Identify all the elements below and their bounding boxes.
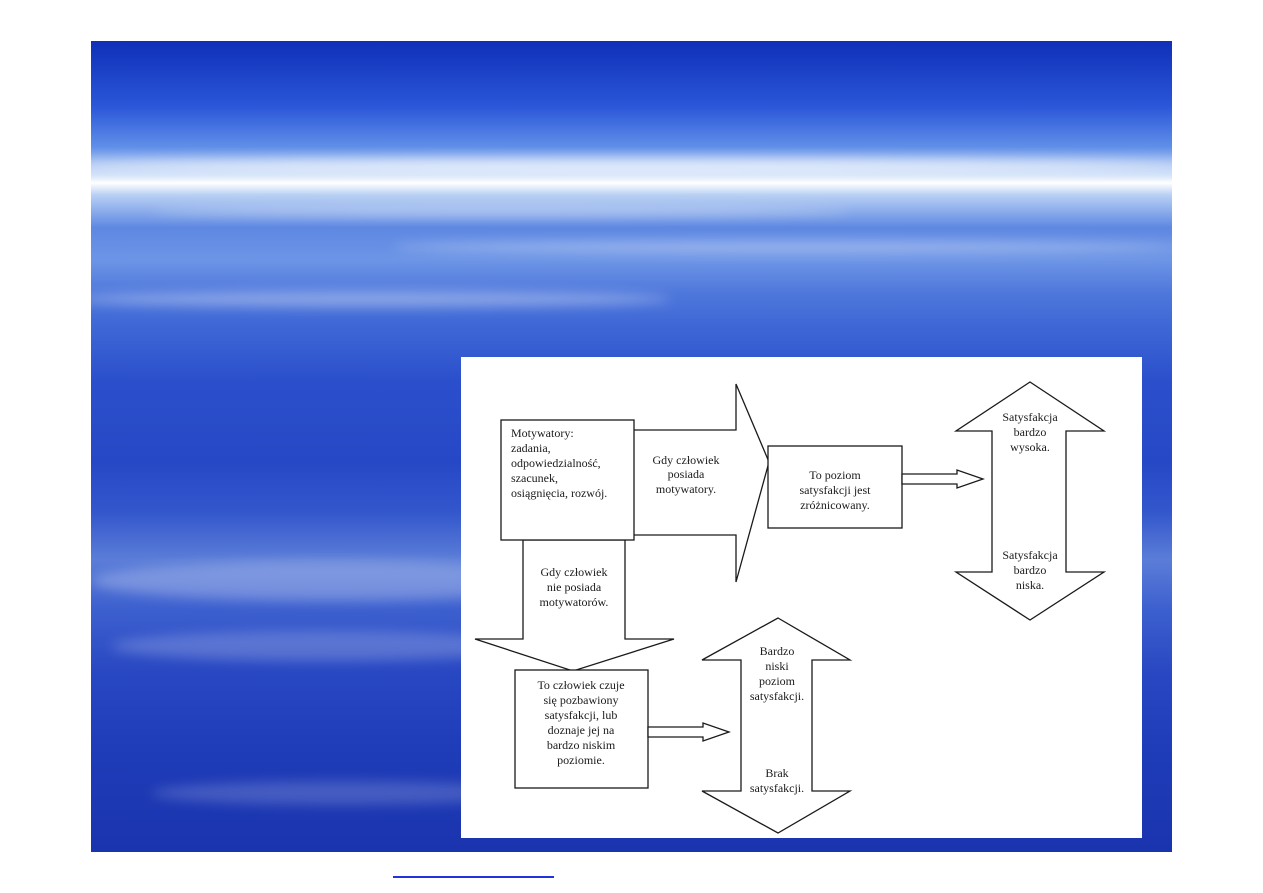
no-motivators-line: motywatorów. [540,595,609,609]
small-right-arrow-bottom [647,722,731,742]
low-satisfaction-line: Satysfakcja [1002,548,1058,562]
motivators-line: Motywatory: [511,426,574,440]
deprived-line: To człowiek czuje [537,678,624,692]
high-low-double-arrow [953,381,1107,621]
low-satisfaction-line: niska. [1016,578,1044,592]
motivators-line: osiągnięcia, rozwój. [511,486,607,500]
high-satisfaction-line: bardzo [1014,425,1047,439]
motivators-box [500,419,635,541]
satisfaction-varied-line: To poziom [809,468,861,482]
no-satisfaction-line: satysfakcji. [750,781,804,795]
deprived-line: bardzo niskim [547,738,616,752]
very-low-line: satysfakcji. [750,689,804,703]
motivators-line: odpowiedzialność, [511,456,601,470]
deprived-line: satysfakcji, lub [545,708,618,722]
no-motivators-text: Gdy człowiek nie posiada motywatorów. [540,565,609,609]
motivation-flow-diagram: Motywatory: zadania, odpowiedzialność, s… [474,381,1107,834]
satisfaction-varied-box [767,445,903,529]
satisfaction-varied-line: satysfakcji jest [800,483,872,497]
deprived-line: doznaje jej na [548,723,615,737]
no-motivators-arrow [474,539,675,672]
has-motivators-line: posiada [668,467,705,481]
deprived-line: poziomie. [557,753,605,767]
diagram-panel: Motywatory: zadania, odpowiedzialność, s… [461,357,1142,838]
motivators-line: zadania, [511,441,551,455]
no-motivators-line: Gdy człowiek [541,565,608,579]
deprived-text: To człowiek czuje się pozbawiony satysfa… [537,678,624,767]
high-satisfaction-line: Satysfakcja [1002,410,1058,424]
no-motivators-line: nie posiada [547,580,602,594]
no-satisfaction-line: Brak [765,766,788,780]
deprived-box [514,669,649,789]
satisfaction-varied-text: To poziom satysfakcji jest zróżnicowany. [800,468,872,512]
motivators-line: szacunek, [511,471,558,485]
high-satisfaction-line: wysoka. [1010,440,1050,454]
motivators-text: Motywatory: zadania, odpowiedzialność, s… [511,426,607,500]
low-satisfaction-line: bardzo [1014,563,1047,577]
very-low-line: poziom [759,674,796,688]
small-right-arrow-top [901,469,985,489]
has-motivators-arrow [632,383,770,583]
link-underline[interactable] [393,876,554,878]
has-motivators-line: motywatory. [656,482,716,496]
deprived-line: się pozbawiony [544,693,619,707]
satisfaction-varied-line: zróżnicowany. [800,498,870,512]
has-motivators-line: Gdy człowiek [653,453,720,467]
very-low-line: Bardzo [760,644,795,658]
has-motivators-text: Gdy człowiek posiada motywatory. [653,453,720,496]
very-low-line: niski [765,659,789,673]
high-low-text: Satysfakcja bardzo wysoka. Satysfakcja b… [1002,410,1058,592]
low-none-double-arrow [701,617,853,834]
low-none-text: Bardzo niski poziom satysfakcji. Brak sa… [750,644,804,795]
